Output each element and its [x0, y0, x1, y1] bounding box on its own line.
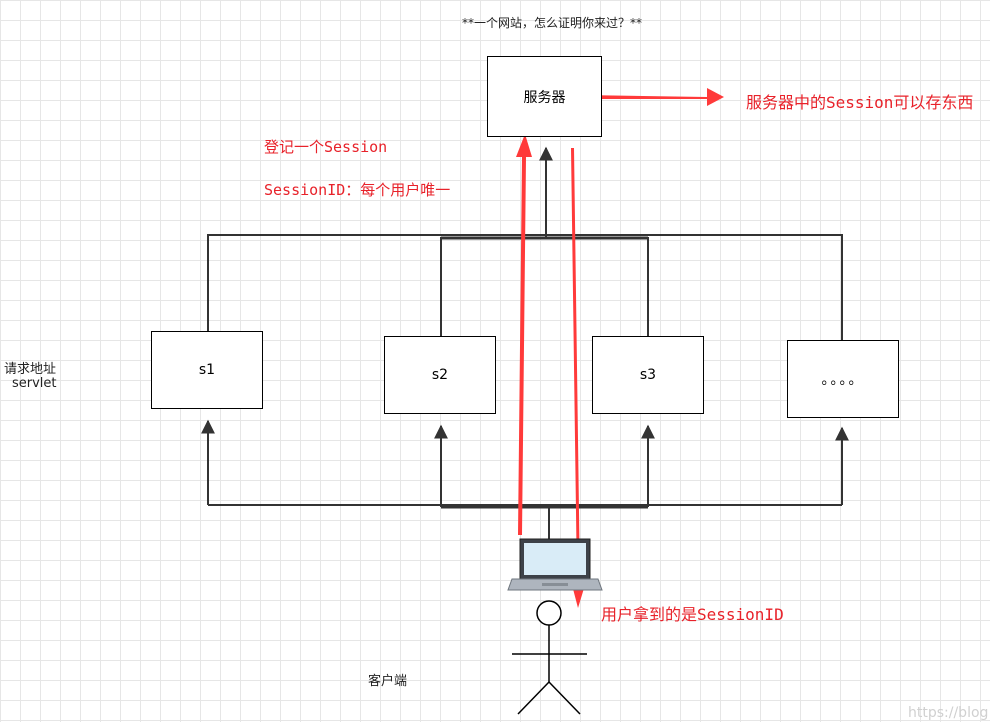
- user-gets-id-annotation: 用户拿到的是SessionID: [601, 605, 784, 624]
- client-to-server-arrow: [516, 134, 532, 535]
- servlet-s3-node: s3: [592, 336, 704, 414]
- client-bus-lines: [201, 419, 849, 540]
- server-to-client-arrow: [571, 148, 585, 608]
- red-arrows: [516, 88, 724, 608]
- server-to-note-arrow: [582, 88, 724, 106]
- servlet-label: servlet: [12, 376, 57, 391]
- client-label: 客户端: [368, 674, 408, 689]
- servlet-s2-node: s2: [384, 336, 496, 414]
- server-stores-annotation: 服务器中的Session可以存东西: [746, 93, 974, 112]
- servlet-more-node: 。。。。: [787, 340, 899, 418]
- request-address-label: 请求地址: [4, 362, 57, 377]
- watermark: https://blog: [908, 705, 989, 721]
- stick-figure-icon: [512, 600, 587, 715]
- page-title: **一个网站，怎么证明你来过？**: [462, 16, 643, 30]
- laptop-icon: [507, 538, 603, 591]
- session-id-unique-annotation: SessionID：每个用户唯一: [264, 181, 451, 199]
- server-node: 服务器: [487, 56, 602, 137]
- register-session-annotation: 登记一个Session: [264, 138, 388, 156]
- servlet-s1-node: s1: [151, 331, 263, 409]
